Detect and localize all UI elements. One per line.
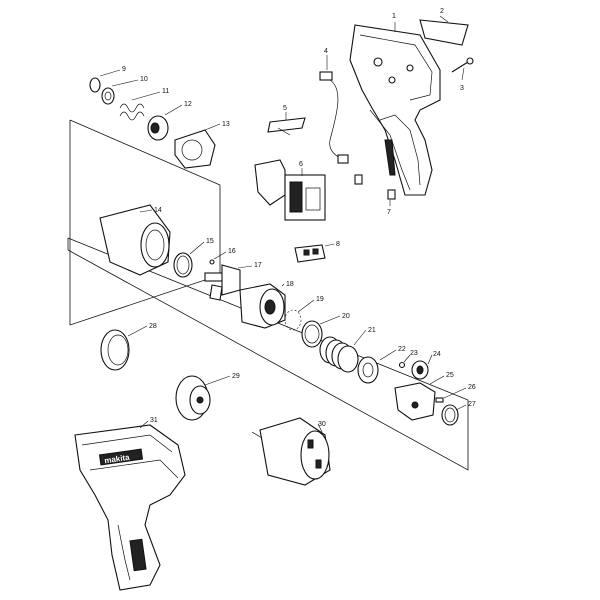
callout-19: 19: [316, 296, 324, 303]
part-5-plate: [267, 117, 306, 136]
part-29-gear-housing: [175, 375, 211, 421]
part-12-sleeve: [147, 115, 169, 141]
callout-20: 20: [342, 313, 350, 320]
part-20-washer: [301, 320, 323, 348]
callout-26: 26: [468, 384, 476, 391]
callout-23: 23: [410, 350, 418, 357]
part-14-hammer-case: [99, 204, 171, 276]
callout-labels: 1 2 3 4 5 6 7 8 9 10 11 12 13 14 15 16 1…: [122, 8, 476, 428]
callout-28: 28: [149, 323, 157, 330]
callout-16: 16: [228, 248, 236, 255]
callout-5: 5: [283, 105, 287, 112]
callout-2: 2: [440, 8, 444, 15]
callout-25: 25: [446, 372, 454, 379]
callout-11: 11: [162, 88, 169, 95]
callout-15: 15: [206, 238, 214, 245]
part-6-switch: [254, 159, 326, 221]
part-8-terminal: [294, 244, 326, 263]
part-31-housing-set: makita: [74, 424, 186, 591]
callout-9: 9: [122, 66, 126, 73]
part-30-motor: [251, 417, 331, 486]
callout-31: 31: [150, 417, 158, 424]
part-9-ring: [89, 77, 101, 93]
callout-14: 14: [154, 207, 162, 214]
callout-3: 3: [460, 85, 464, 92]
part-25-spindle: [394, 382, 436, 421]
part-18-hammer: [239, 283, 286, 329]
part-16-ball: [209, 259, 215, 265]
callout-30: 30: [318, 421, 326, 428]
part-28-ring-gear: [100, 329, 130, 371]
part-11-spring: [119, 103, 145, 121]
part-26-pin: [435, 397, 444, 403]
part-4-led-wire: [319, 71, 349, 164]
part-2-nameplate: [419, 19, 469, 46]
callout-12: 12: [184, 101, 192, 108]
callout-21: 21: [368, 327, 376, 334]
callout-27: 27: [468, 401, 476, 408]
part-3-screw: [451, 57, 474, 73]
callout-8: 8: [336, 241, 340, 248]
callout-24: 24: [433, 351, 441, 358]
callout-13: 13: [222, 121, 230, 128]
part-22-washer: [357, 356, 379, 384]
part-27-ring: [441, 404, 459, 426]
callout-18: 18: [286, 281, 294, 288]
part-21-spring: [319, 336, 359, 373]
part-23-pin: [398, 361, 406, 369]
callout-22: 22: [398, 346, 406, 353]
part-19-ring: [284, 309, 302, 331]
callout-4: 4: [324, 48, 328, 55]
part-24-gear: [411, 360, 429, 380]
part-1-housing: [349, 24, 441, 196]
callout-10: 10: [140, 76, 148, 83]
callout-1: 1: [392, 13, 396, 20]
callout-29: 29: [232, 373, 240, 380]
part-10-washer: [101, 87, 115, 105]
brand-mark: makita: [104, 453, 131, 466]
leader-lines: [99, 15, 467, 433]
callout-7: 7: [387, 209, 391, 216]
callout-6: 6: [299, 161, 303, 168]
part-17-anvil: [204, 264, 241, 301]
part-7-clips: [354, 174, 396, 200]
part-15-o-ring: [173, 252, 193, 278]
callout-17: 17: [254, 262, 262, 269]
part-13-anvil-cover: [174, 129, 216, 169]
